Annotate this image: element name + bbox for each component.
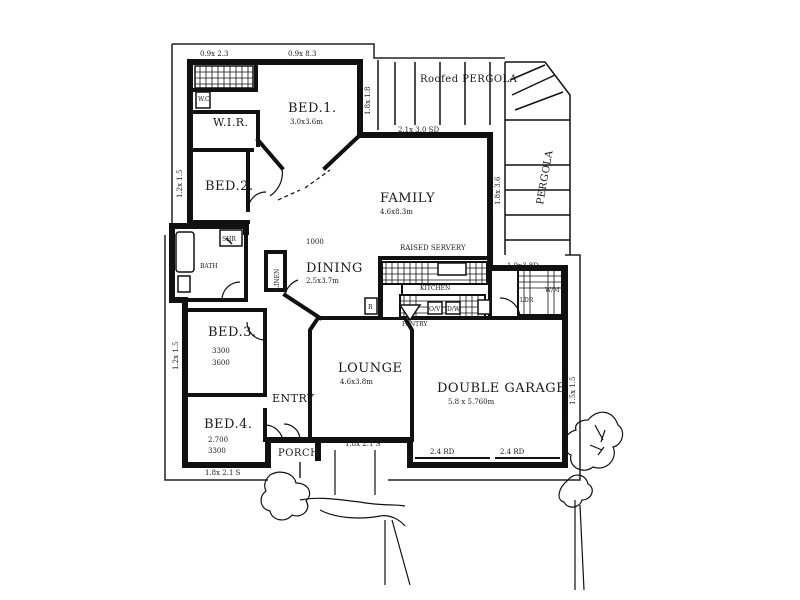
kitchen-bench bbox=[364, 261, 491, 322]
bed4-size-w: 2.700 bbox=[208, 436, 228, 444]
shr-note: SHR bbox=[222, 236, 236, 243]
ceiling-note: 1000 bbox=[306, 238, 324, 246]
porch-label: PORCH bbox=[278, 448, 319, 459]
dim-family-top: 2.1x 3.0 SD bbox=[398, 126, 439, 134]
bed4-label: BED.4. bbox=[204, 417, 253, 432]
door-right-note: 2.4 RD bbox=[500, 448, 525, 456]
dim-family-right: 1.8x 3.6 bbox=[494, 176, 502, 205]
pergola-label: Roofed PERGOLA bbox=[420, 74, 518, 85]
dim-bed3-left: 1.2x 1.5 bbox=[172, 342, 180, 370]
dining-size: 2.5x3.7m bbox=[306, 277, 339, 285]
ov-note: O/V bbox=[429, 306, 441, 313]
pergola-structure bbox=[377, 60, 571, 255]
windows bbox=[182, 59, 568, 468]
bed4-size-l: 3300 bbox=[208, 447, 226, 455]
garage-label: DOUBLE GARAGE bbox=[437, 381, 566, 396]
bed3-size-l: 3600 bbox=[212, 359, 230, 367]
laundry-label: LDR bbox=[520, 297, 534, 304]
pantry-note: PANTRY bbox=[402, 321, 428, 328]
dim-bed2-left: 1.2x 1.5 bbox=[176, 170, 184, 198]
bath-label: BATH bbox=[200, 263, 218, 270]
raised-servery-note: RAISED SERVERY bbox=[400, 244, 466, 252]
doors bbox=[221, 167, 521, 444]
pergola-side-label: PERGOLA bbox=[535, 149, 555, 205]
wir-label: W.I.R. bbox=[213, 116, 249, 129]
dw-note: D/W bbox=[447, 306, 461, 313]
bed3-size-w: 3300 bbox=[212, 347, 230, 355]
wm-note: W/M bbox=[545, 287, 559, 294]
interior-walls bbox=[170, 63, 567, 442]
dim-top2: 0.9x 8.3 bbox=[288, 50, 316, 58]
fridge-note: R bbox=[368, 304, 373, 311]
lounge-label: LOUNGE bbox=[338, 361, 403, 376]
family-label: FAMILY bbox=[380, 191, 435, 206]
bed3-label: BED.3. bbox=[208, 325, 257, 340]
entry-label: ENTRY bbox=[272, 392, 315, 405]
family-size: 4.6x8.3m bbox=[380, 208, 413, 216]
bed1-label: BED.1. bbox=[288, 101, 337, 116]
bed2-label: BED.2. bbox=[205, 179, 254, 194]
landscaping bbox=[260, 411, 624, 591]
dim-bed4-bottom: 1.8x 2.1 S bbox=[205, 469, 241, 477]
wc-note: W.C bbox=[198, 96, 210, 103]
lounge-size: 4.6x3.8m bbox=[340, 378, 373, 386]
laundry-tiles bbox=[517, 269, 563, 316]
door-left-note: 2.4 RD bbox=[430, 448, 455, 456]
dining-label: DINING bbox=[306, 261, 363, 276]
dim-garage-right: 1.5x 1.5 bbox=[569, 377, 577, 405]
kitchen-label: KITCHEN bbox=[420, 285, 450, 292]
garage-size: 5.8 x 5.760m bbox=[448, 398, 495, 406]
bathroom-fixtures bbox=[175, 229, 243, 293]
dim-top1: 0.9x 2.3 bbox=[200, 50, 228, 58]
dim-bed1-right: 1.8x 1.8 bbox=[364, 87, 372, 115]
step-note: 1.9x3.8D bbox=[507, 262, 539, 270]
dim-lounge-bottom: 1.8x 2.1 S bbox=[345, 440, 381, 448]
linen-note: LINEN bbox=[274, 269, 281, 290]
ensuite-tiles bbox=[194, 65, 254, 109]
bed1-size: 3.0x3.6m bbox=[290, 118, 323, 126]
site-outline bbox=[164, 43, 581, 481]
